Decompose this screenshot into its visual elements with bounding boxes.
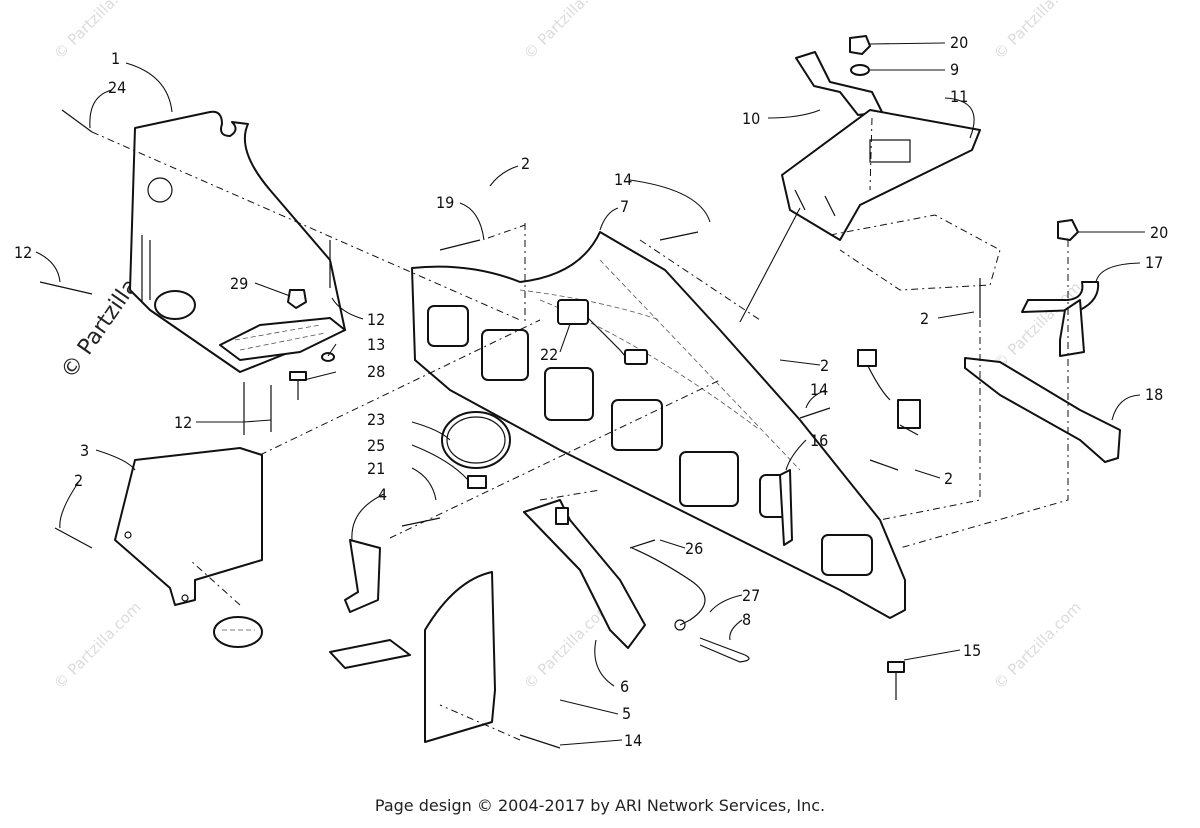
callout: 11 xyxy=(950,87,968,106)
callout: 12 xyxy=(174,413,192,432)
callout: 23 xyxy=(367,410,385,429)
callout: 2 xyxy=(920,309,929,328)
callout: 25 xyxy=(367,436,385,455)
callout: 20 xyxy=(1150,223,1168,242)
part-4-clip[interactable] xyxy=(344,539,381,613)
part-23-ring[interactable] xyxy=(441,411,511,469)
callout: 13 xyxy=(367,335,385,354)
part-9-washer[interactable] xyxy=(850,64,870,76)
part-11-plate[interactable] xyxy=(781,109,1001,291)
callout: 14 xyxy=(810,380,828,399)
callout: 2 xyxy=(944,469,953,488)
callout: 12 xyxy=(14,243,32,262)
callout: 16 xyxy=(810,431,828,450)
part-27-lanyard[interactable] xyxy=(631,547,706,631)
part-5-panel[interactable] xyxy=(329,571,496,743)
callout: 8 xyxy=(742,610,751,629)
callout: 3 xyxy=(80,441,89,460)
callout: 5 xyxy=(622,704,631,723)
watermark: © Partzilla.com xyxy=(50,598,145,693)
part-20-nut[interactable] xyxy=(849,35,871,55)
callout: 17 xyxy=(1145,253,1163,272)
callout: 14 xyxy=(624,731,642,750)
footer-copyright: Page design © 2004-2017 by ARI Network S… xyxy=(374,796,826,815)
callout: 22 xyxy=(540,345,558,364)
fasteners xyxy=(39,109,981,749)
callout: 6 xyxy=(620,677,629,696)
part-8-clip-pin[interactable] xyxy=(699,637,750,663)
part-1-side-plate[interactable] xyxy=(129,110,346,373)
callout: 9 xyxy=(950,60,959,79)
callout: 4 xyxy=(378,485,387,504)
callout: 2 xyxy=(820,356,829,375)
callout: 28 xyxy=(367,362,385,381)
callouts: 1 24 12 29 12 13 28 12 3 2 2 19 14 7 22 … xyxy=(14,33,1168,750)
watermark: © Partzilla.com xyxy=(50,0,145,63)
wire-harness xyxy=(857,349,921,429)
callout: 1 xyxy=(111,49,120,68)
callout: 15 xyxy=(963,641,981,660)
callout: 20 xyxy=(950,33,968,52)
part-10-bracket[interactable] xyxy=(795,51,883,116)
callout: 2 xyxy=(521,154,530,173)
part-20-nut-right[interactable] xyxy=(1057,219,1079,241)
part-18-rail[interactable] xyxy=(964,357,1121,463)
watermark: © Partzilla.com xyxy=(520,0,615,63)
callout: 27 xyxy=(742,586,760,605)
callout: 18 xyxy=(1145,385,1163,404)
callout: 10 xyxy=(742,109,760,128)
part-3-bracket[interactable] xyxy=(114,447,263,648)
callout: 12 xyxy=(367,310,385,329)
callout: 19 xyxy=(436,193,454,212)
part-16-handle[interactable] xyxy=(779,469,793,546)
watermark: © Partzilla.com xyxy=(990,598,1085,693)
watermark: © Partzilla.com xyxy=(990,0,1085,63)
callout: 21 xyxy=(367,459,385,478)
callout: 29 xyxy=(230,274,248,293)
leader-lines xyxy=(35,42,1145,746)
part-25-pad[interactable] xyxy=(467,475,487,489)
part-6-bracket[interactable] xyxy=(523,499,646,649)
alignment-lines xyxy=(91,117,1069,741)
callout: 24 xyxy=(108,78,126,97)
callout: 7 xyxy=(620,197,629,216)
callout: 2 xyxy=(74,471,83,490)
callout: 26 xyxy=(685,539,703,558)
callout: 14 xyxy=(614,170,632,189)
